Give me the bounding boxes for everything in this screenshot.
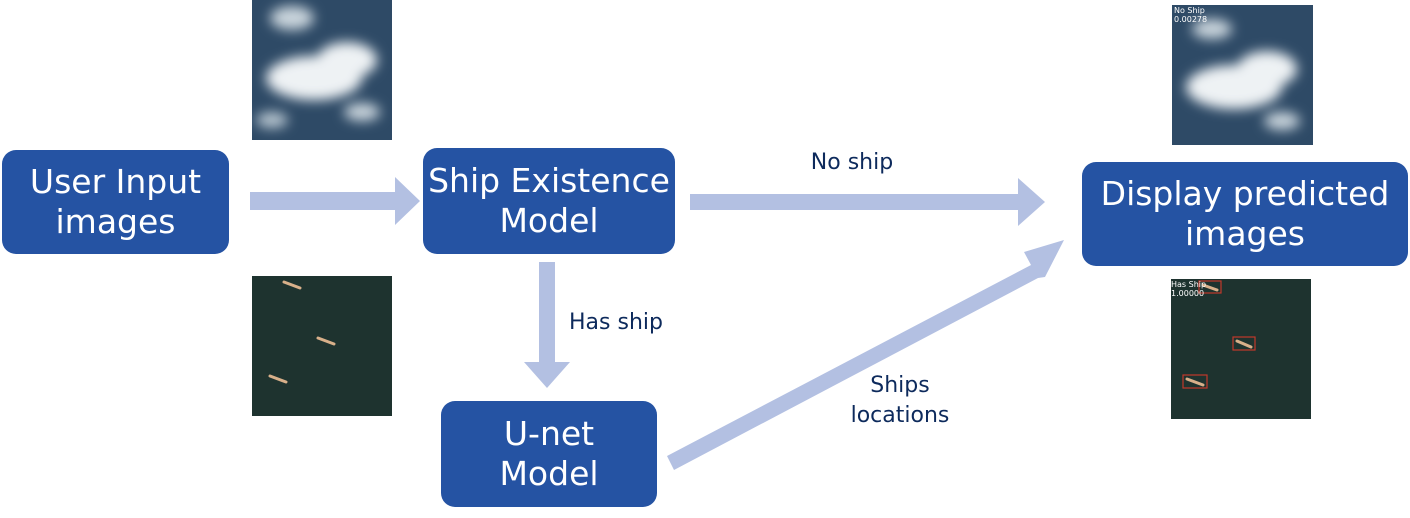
arrow-input-to-existence: [250, 177, 420, 225]
prediction-label-has-ship: Has Ship 1.00000: [1171, 280, 1207, 298]
node-ship-existence-model: Ship Existence Model: [423, 148, 675, 254]
edge-label-has-ship: Has ship: [569, 310, 663, 335]
node-user-input: User Input images: [2, 150, 229, 254]
arrow-has-ship: [524, 262, 570, 388]
ship-mark: [282, 280, 302, 290]
input-cloud-image: [252, 0, 392, 140]
node-display-predicted: Display predicted images: [1082, 162, 1408, 266]
prediction-label-no-ship: No Ship 0.00278: [1174, 6, 1208, 24]
input-ships-image: [252, 276, 392, 416]
detection-box: [1232, 336, 1256, 351]
edge-label-ships-locations: Ships locations: [850, 373, 950, 428]
detection-box: [1182, 374, 1208, 389]
ship-mark: [268, 374, 288, 384]
arrow-ships-locations: [667, 240, 1064, 470]
arrow-no-ship: [690, 178, 1045, 226]
detection-box: [1198, 280, 1222, 294]
edge-label-no-ship: No ship: [810, 150, 894, 175]
node-unet-model: U-net Model: [441, 401, 657, 507]
output-ships-image: Has Ship 1.00000: [1171, 279, 1311, 419]
ship-mark: [316, 336, 336, 346]
output-cloud-image: No Ship 0.00278: [1172, 5, 1313, 145]
